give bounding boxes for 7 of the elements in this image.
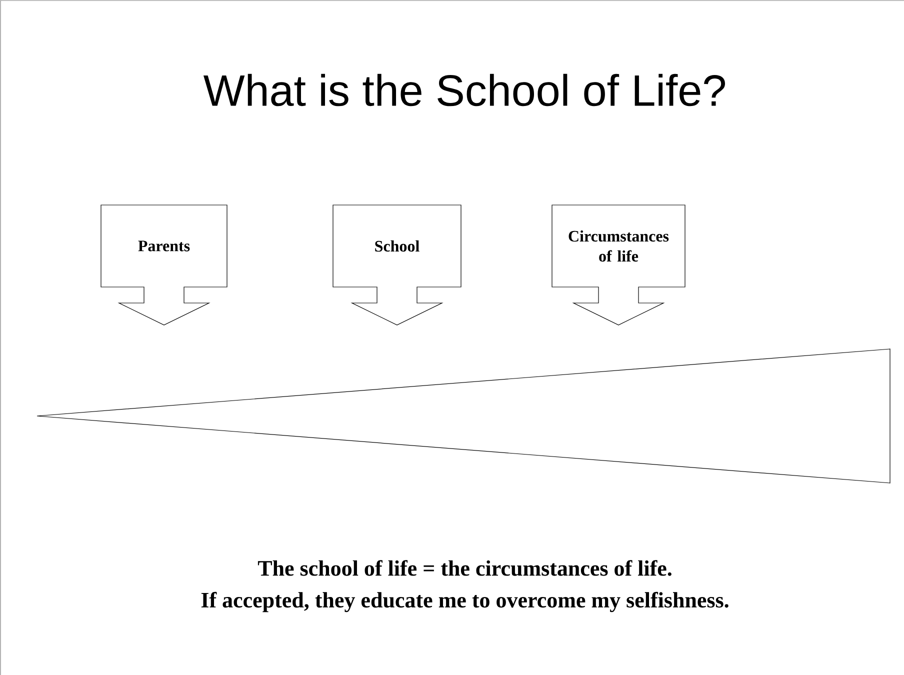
caption-text: If accepted, they educate me to overcome my selfishness. — [201, 592, 728, 612]
callout-arrow-box: School — [332, 204, 462, 326]
caption-text: The school of life = the circumstances of life. — [258, 560, 672, 576]
callout-arrow-box: Parents — [100, 204, 228, 326]
title: What is the School of Life? — [204, 74, 725, 106]
wedge — [36, 348, 890, 484]
callout-arrow-box: Circumstances of life — [552, 204, 686, 326]
